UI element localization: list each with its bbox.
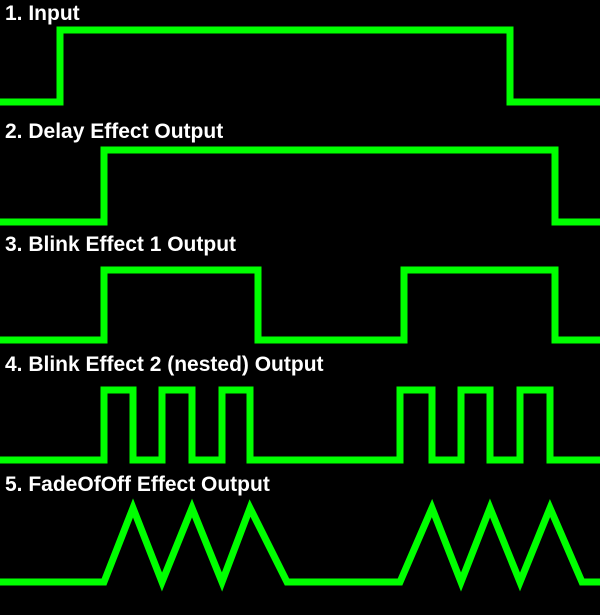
fadeofoff-waveform [0, 498, 600, 592]
track-input: 1. Input [0, 2, 600, 106]
track-delay-title: 2. Delay Effect Output [5, 120, 223, 143]
track-delay: 2. Delay Effect Output [0, 120, 600, 226]
track-blink2-title: 4. Blink Effect 2 (nested) Output [5, 353, 324, 376]
blink1-waveform [0, 266, 600, 344]
track-blink1-title: 3. Blink Effect 1 Output [5, 233, 236, 256]
track-fadeofoff: 5. FadeOfOff Effect Output [0, 473, 600, 592]
track-input-title: 1. Input [5, 2, 80, 25]
blink2-waveform [0, 386, 600, 464]
track-blink1: 3. Blink Effect 1 Output [0, 233, 600, 344]
delay-waveform [0, 146, 600, 226]
input-waveform [0, 26, 600, 106]
track-blink2: 4. Blink Effect 2 (nested) Output [0, 353, 600, 464]
track-fadeofoff-title: 5. FadeOfOff Effect Output [5, 473, 270, 496]
